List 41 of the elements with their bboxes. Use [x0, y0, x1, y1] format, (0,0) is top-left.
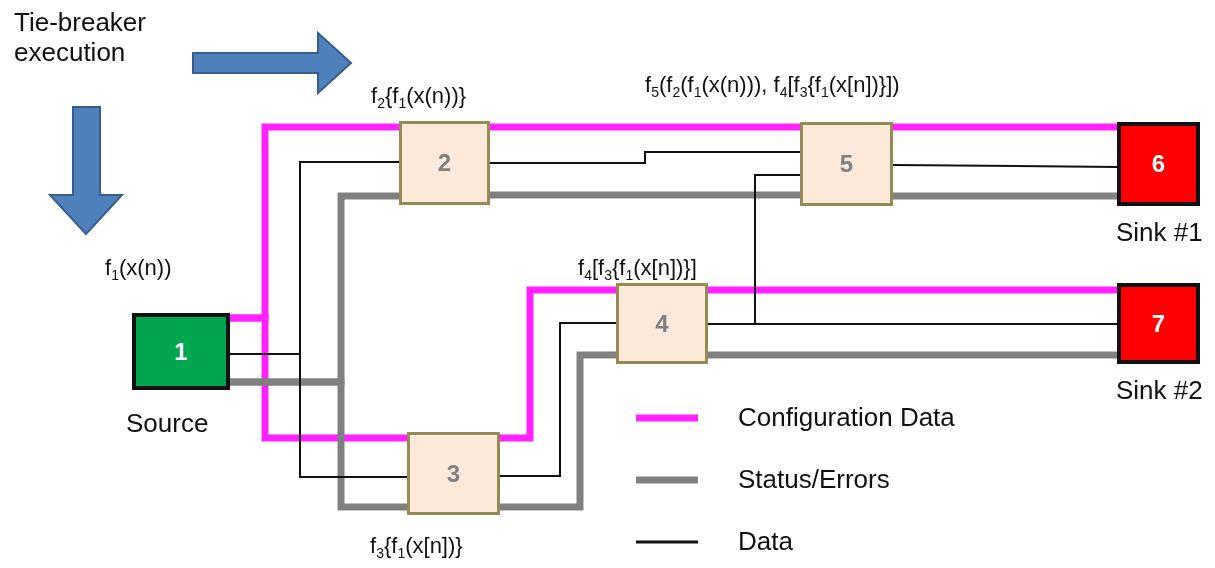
node-number: 6	[1151, 150, 1166, 178]
node-number: 3	[446, 459, 461, 488]
sink-box	[1117, 122, 1200, 206]
legend-label: Configuration Data	[738, 402, 955, 433]
node-number: 4	[655, 309, 669, 338]
node-number: 7	[1151, 309, 1166, 338]
legend-label: Status/Errors	[738, 464, 890, 495]
process-box	[800, 122, 893, 206]
connector-line	[707, 174, 801, 325]
connector-line	[499, 322, 617, 477]
function-label: f$_{4}$[f$_{3}${f$_{1}$(x[n])}]	[578, 255, 697, 284]
node-caption: Sink #1	[1116, 217, 1203, 248]
function-label: f$_{2}${f$_{1}$(x(n))}	[371, 83, 467, 112]
function-label: f$_{1}$(x(n))	[105, 255, 172, 284]
source-box	[132, 313, 230, 390]
legend-label: Data	[738, 526, 793, 557]
connector-line	[893, 192, 1117, 200]
connector-line	[500, 286, 616, 442]
connector-line	[230, 378, 407, 511]
connector-line	[489, 151, 801, 164]
connector-line	[708, 286, 1117, 294]
connector-line	[230, 314, 407, 442]
node-caption: Source	[126, 408, 209, 439]
annotation-text: Tie-breaker execution	[14, 8, 147, 68]
node-caption: Sink #2	[1116, 375, 1203, 406]
connector-line	[490, 123, 800, 131]
node-number: 2	[437, 149, 452, 177]
sink-box	[1117, 283, 1200, 364]
process-box	[407, 432, 500, 515]
function-label: f$_{5}$(f$_{2}$(f$_{1}$(x(n))), f$_{4}$[f$_{3}${f$_{1}$(x[n])}])	[645, 72, 900, 101]
connector-line	[490, 191, 800, 199]
node-number: 1	[174, 337, 188, 366]
function-label: f$_{3}${f$_{1}$(x[n])}	[370, 533, 463, 562]
process-box	[399, 121, 490, 205]
connector-line	[708, 351, 1117, 359]
connector-line	[893, 123, 1117, 131]
connector-line	[500, 351, 616, 511]
process-box	[616, 283, 708, 364]
connector-line	[229, 353, 408, 478]
connector-line	[892, 164, 1118, 168]
node-number: 5	[839, 150, 854, 178]
